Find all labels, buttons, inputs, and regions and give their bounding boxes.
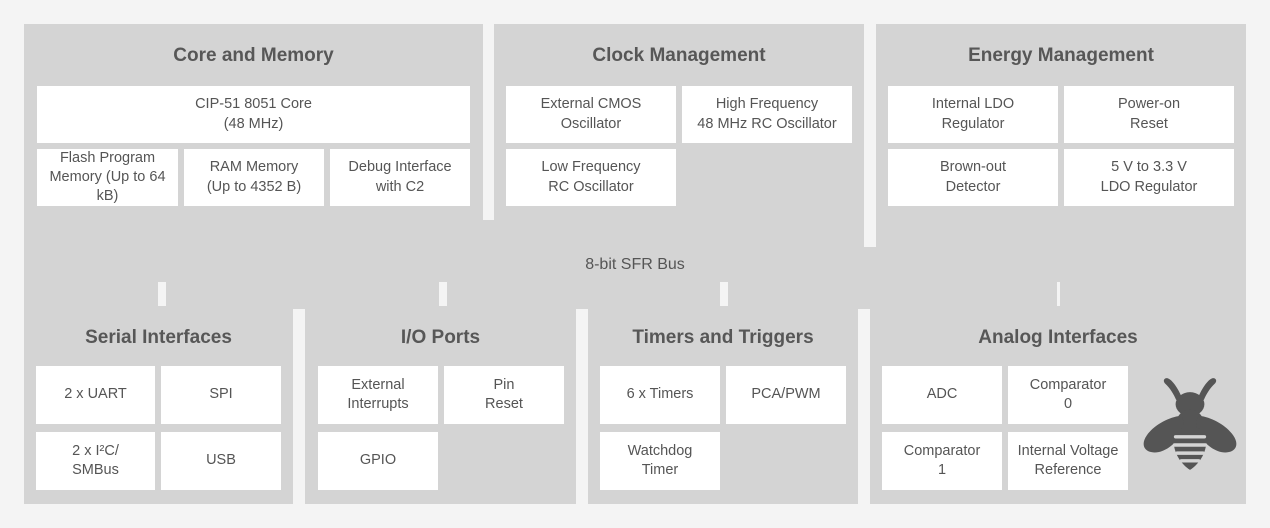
group-io-ports: I/O Ports External Interrupts Pin Reset …	[305, 306, 576, 504]
group-timers-and-triggers: Timers and Triggers 6 x Timers PCA/PWM W…	[588, 306, 858, 504]
cell-low-frequency-rc-oscillator[interactable]: Low Frequency RC Oscillator	[506, 149, 676, 206]
group-analog-interfaces: Analog Interfaces ADC Comparator 0 Compa…	[870, 306, 1246, 504]
cell-high-frequency-rc-oscillator[interactable]: High Frequency 48 MHz RC Oscillator	[682, 86, 852, 143]
cell-external-cmos-oscillator[interactable]: External CMOS Oscillator	[506, 86, 676, 143]
cell-pin-reset[interactable]: Pin Reset	[444, 366, 564, 424]
connector-bus-to-io	[166, 282, 439, 309]
cells-analog-interfaces: ADC Comparator 0 Comparator 1 Internal V…	[882, 366, 1128, 492]
cell-spi[interactable]: SPI	[161, 366, 281, 424]
group-title-serial-interfaces: Serial Interfaces	[85, 327, 232, 348]
cell-clock-empty	[682, 149, 852, 206]
cell-usb[interactable]: USB	[161, 432, 281, 490]
cell-brown-out-detector[interactable]: Brown-out Detector	[888, 149, 1058, 206]
cell-cip51-core[interactable]: CIP-51 8051 Core (48 MHz)	[37, 86, 470, 143]
connector-core-right-to-bus	[252, 220, 256, 247]
cells-core-and-memory: CIP-51 8051 Core (48 MHz) Flash Program …	[37, 86, 470, 206]
connector-clock-to-bus	[256, 220, 864, 247]
cells-energy-management: Internal LDO Regulator Power-on Reset Br…	[888, 86, 1234, 206]
bee-icon	[1142, 368, 1238, 472]
cell-external-interrupts[interactable]: External Interrupts	[318, 366, 438, 424]
cell-io-empty	[444, 432, 564, 490]
cell-gpio[interactable]: GPIO	[318, 432, 438, 490]
group-title-core-and-memory: Core and Memory	[173, 45, 334, 66]
group-clock-management: Clock Management External CMOS Oscillato…	[494, 24, 864, 220]
cells-timers-and-triggers: 6 x Timers PCA/PWM Watchdog Timer	[600, 366, 846, 492]
cell-pca-pwm[interactable]: PCA/PWM	[726, 366, 846, 424]
cell-comparator-1[interactable]: Comparator 1	[882, 432, 1002, 490]
group-title-energy-management: Energy Management	[968, 45, 1154, 66]
cell-power-on-reset[interactable]: Power-on Reset	[1064, 86, 1234, 143]
group-title-analog-interfaces: Analog Interfaces	[978, 327, 1138, 348]
cell-5v-to-3v3-ldo-regulator[interactable]: 5 V to 3.3 V LDO Regulator	[1064, 149, 1234, 206]
connector-energy-to-bus	[876, 220, 1059, 247]
cell-timers-empty	[726, 432, 846, 490]
cell-adc[interactable]: ADC	[882, 366, 1002, 424]
cell-internal-voltage-reference[interactable]: Internal Voltage Reference	[1008, 432, 1128, 490]
connector-bus-to-analog	[728, 282, 1057, 309]
connector-energy-right-to-bus	[1059, 220, 1246, 247]
group-serial-interfaces: Serial Interfaces 2 x UART SPI 2 x I²C/ …	[24, 306, 293, 504]
cell-watchdog-timer[interactable]: Watchdog Timer	[600, 432, 720, 490]
cells-clock-management: External CMOS Oscillator High Frequency …	[506, 86, 852, 206]
cell-internal-ldo-regulator[interactable]: Internal LDO Regulator	[888, 86, 1058, 143]
group-title-io-ports: I/O Ports	[400, 327, 481, 348]
cells-io-ports: External Interrupts Pin Reset GPIO	[318, 366, 564, 492]
cell-2x-i2c-smbus[interactable]: 2 x I²C/ SMBus	[36, 432, 155, 490]
group-core-and-memory: Core and Memory CIP-51 8051 Core (48 MHz…	[24, 24, 483, 220]
connector-bus-to-serial	[24, 282, 158, 309]
sfr-bus-label: 8-bit SFR Bus	[585, 255, 685, 273]
group-title-clock-management: Clock Management	[592, 45, 766, 66]
cells-serial-interfaces: 2 x UART SPI 2 x I²C/ SMBus USB	[36, 366, 281, 492]
connector-core-to-bus	[24, 220, 252, 247]
sfr-bus: 8-bit SFR Bus	[24, 247, 1246, 282]
connector-bus-to-timers	[447, 282, 720, 309]
connector-bus-to-analog-right	[1060, 282, 1246, 309]
group-energy-management: Energy Management Internal LDO Regulator…	[876, 24, 1246, 220]
cell-2x-uart[interactable]: 2 x UART	[36, 366, 155, 424]
cell-flash-program-memory[interactable]: Flash Program Memory (Up to 64 kB)	[37, 149, 178, 206]
cell-comparator-0[interactable]: Comparator 0	[1008, 366, 1128, 424]
cell-6x-timers[interactable]: 6 x Timers	[600, 366, 720, 424]
cell-ram-memory[interactable]: RAM Memory (Up to 4352 B)	[184, 149, 324, 206]
cell-debug-interface[interactable]: Debug Interface with C2	[330, 149, 470, 206]
group-title-timers-and-triggers: Timers and Triggers	[632, 327, 814, 348]
